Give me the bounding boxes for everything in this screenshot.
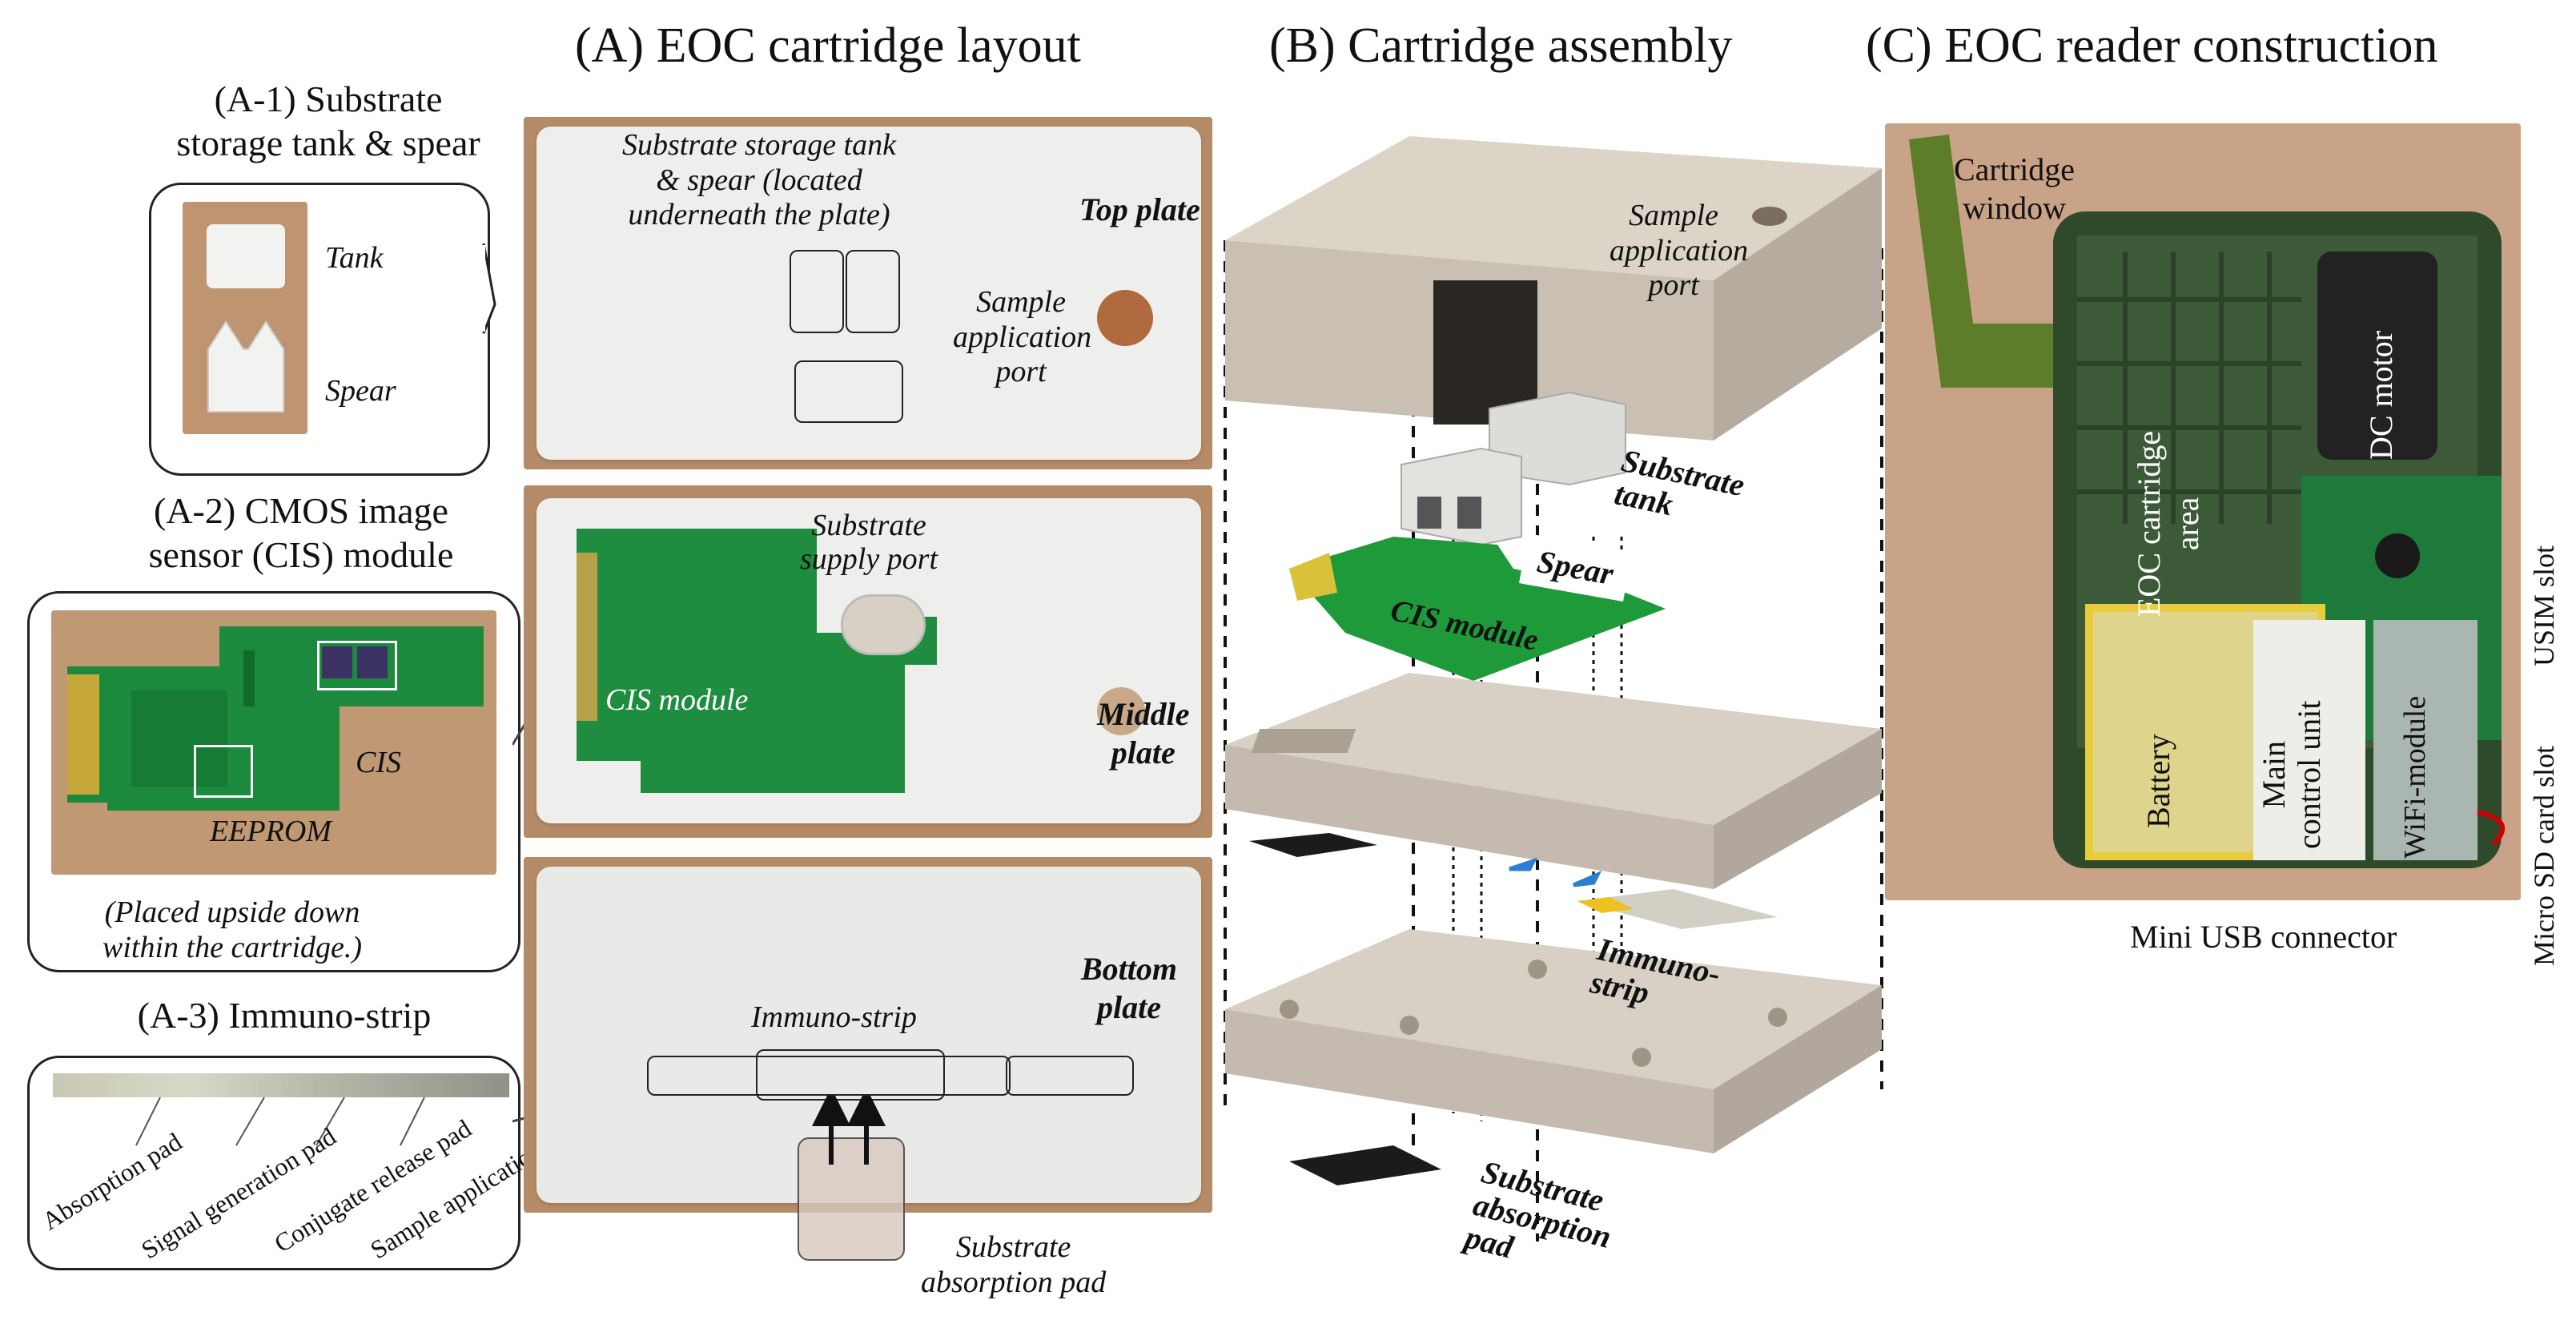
panel-a-title: (A) EOC cartridge layout <box>575 18 1081 73</box>
top-plate <box>536 127 1201 460</box>
tank-spear-outline-bottom <box>794 360 903 423</box>
a1-title-line1: (A-1) Substrate <box>214 78 443 119</box>
top-plate-label: Top plate <box>1079 191 1200 227</box>
cis-module-pcb <box>67 626 484 811</box>
strip-outline-left <box>647 1056 1011 1096</box>
cartridge-window-line1: Cartridge <box>1954 151 2076 187</box>
supply-port-line1: Substrate <box>811 509 926 542</box>
middle-cis-module <box>577 529 937 793</box>
usb-label: Mini USB connector <box>2130 919 2397 955</box>
assembly-sample-port-line1: Sample <box>1629 199 1718 232</box>
spear-label: Spear <box>325 374 396 408</box>
strip-outline-right <box>1006 1056 1134 1096</box>
bottom-plate-line2: plate <box>1097 989 1161 1025</box>
a2-title: (A-2) CMOS image sensor (CIS) module <box>77 489 525 577</box>
wifi-label: WiFi-module <box>2398 695 2432 859</box>
a2-title-line1: (A-2) CMOS image <box>154 490 448 531</box>
layout-cis-label: CIS module <box>605 683 749 717</box>
absorption-pad-box <box>798 1137 905 1261</box>
middle-plate-label: Middle plate <box>1097 695 1190 772</box>
tank-spear-outline-top2 <box>846 250 900 333</box>
eeprom-highlight-box <box>194 745 253 798</box>
a1-title-line2: storage tank & spear <box>176 123 480 164</box>
supply-port-hole <box>841 594 926 655</box>
top-note-line1: Substrate storage tank <box>622 128 896 162</box>
a2-note-line1: (Placed upside down <box>104 895 360 929</box>
assembly-exploded-view <box>1224 136 1883 1241</box>
sample-port-line3: port <box>995 355 1047 389</box>
eoc-area-label: EOC cartridge area <box>2130 431 2207 617</box>
top-note: Substrate storage tank & spear (located … <box>551 128 967 233</box>
assembly-sample-port-line2: application <box>1609 233 1749 268</box>
panel-c-title: (C) EOC reader construction <box>1866 18 2438 73</box>
assembly-sample-port-label: Sample application port <box>1609 199 1749 304</box>
reader-device <box>1909 135 2506 868</box>
a1-callout-tail <box>480 243 496 334</box>
cartridge-window-label: Cartridge window <box>1954 151 2075 227</box>
top-note-line2: & spear (located <box>656 163 862 197</box>
cartridge-window-line2: window <box>1963 190 2066 226</box>
tank-part <box>207 224 285 288</box>
mcu-line1: Main <box>2256 741 2292 809</box>
bottom-plate-label: Bottom plate <box>1081 950 1177 1027</box>
layout-abs-pad-line1: Substrate <box>955 1230 1071 1264</box>
sample-port-label: Sample application port <box>953 285 1092 390</box>
cis-highlight-box <box>317 641 397 690</box>
middle-plate-line2: plate <box>1111 734 1175 771</box>
tank-label: Tank <box>325 241 384 275</box>
a3-title: (A-3) Immuno-strip <box>137 995 432 1036</box>
sample-port-line2: application <box>953 320 1092 354</box>
layout-abs-pad-line2: absorption pad <box>921 1265 1107 1299</box>
a2-note: (Placed upside down within the cartridge… <box>102 895 362 965</box>
immuno-strip-bar <box>53 1073 509 1097</box>
middle-port-hole <box>1097 687 1145 735</box>
tank-spear-outline-top <box>790 250 844 333</box>
eoc-area-line2: area <box>2169 497 2205 551</box>
eoc-area-line1: EOC cartridge <box>2131 430 2167 617</box>
panel-b-title: (B) Cartridge assembly <box>1269 18 1733 73</box>
supply-port-label: Substrate supply port <box>769 509 969 577</box>
sample-port-line1: Sample <box>976 285 1066 319</box>
sample-port-hole <box>1097 290 1153 346</box>
cis-label: CIS <box>356 746 401 779</box>
layout-abs-pad-label: Substrate absorption pad <box>921 1230 1106 1300</box>
a2-note-line2: within the cartridge.) <box>102 930 363 964</box>
bottom-plate-line1: Bottom <box>1081 951 1178 987</box>
strip-outline-mid <box>756 1049 945 1101</box>
dc-motor-label: DC motor <box>2363 330 2399 460</box>
battery-label: Battery <box>2140 734 2176 828</box>
mcu-line2: control unit <box>2291 700 2327 849</box>
a2-title-line2: sensor (CIS) module <box>148 534 454 576</box>
top-note-line3: underneath the plate) <box>628 198 890 232</box>
eeprom-label: EEPROM <box>210 815 332 848</box>
mcu-label: Main control unit <box>2256 700 2327 849</box>
assembly-sample-port-line3: port <box>1648 268 1699 303</box>
spear-part <box>207 320 284 412</box>
supply-port-line2: supply port <box>799 541 938 576</box>
sd-label: Micro SD card slot <box>2528 746 2560 966</box>
a1-title: (A-1) Substrate storage tank & spear <box>120 77 536 165</box>
layout-immuno-label: Immuno-strip <box>751 1000 917 1034</box>
pad-leader-lines <box>135 1097 425 1146</box>
middle-plate-line1: Middle <box>1097 696 1190 732</box>
supply-arrows <box>812 1096 886 1165</box>
usim-label: USIM slot <box>2528 545 2560 666</box>
